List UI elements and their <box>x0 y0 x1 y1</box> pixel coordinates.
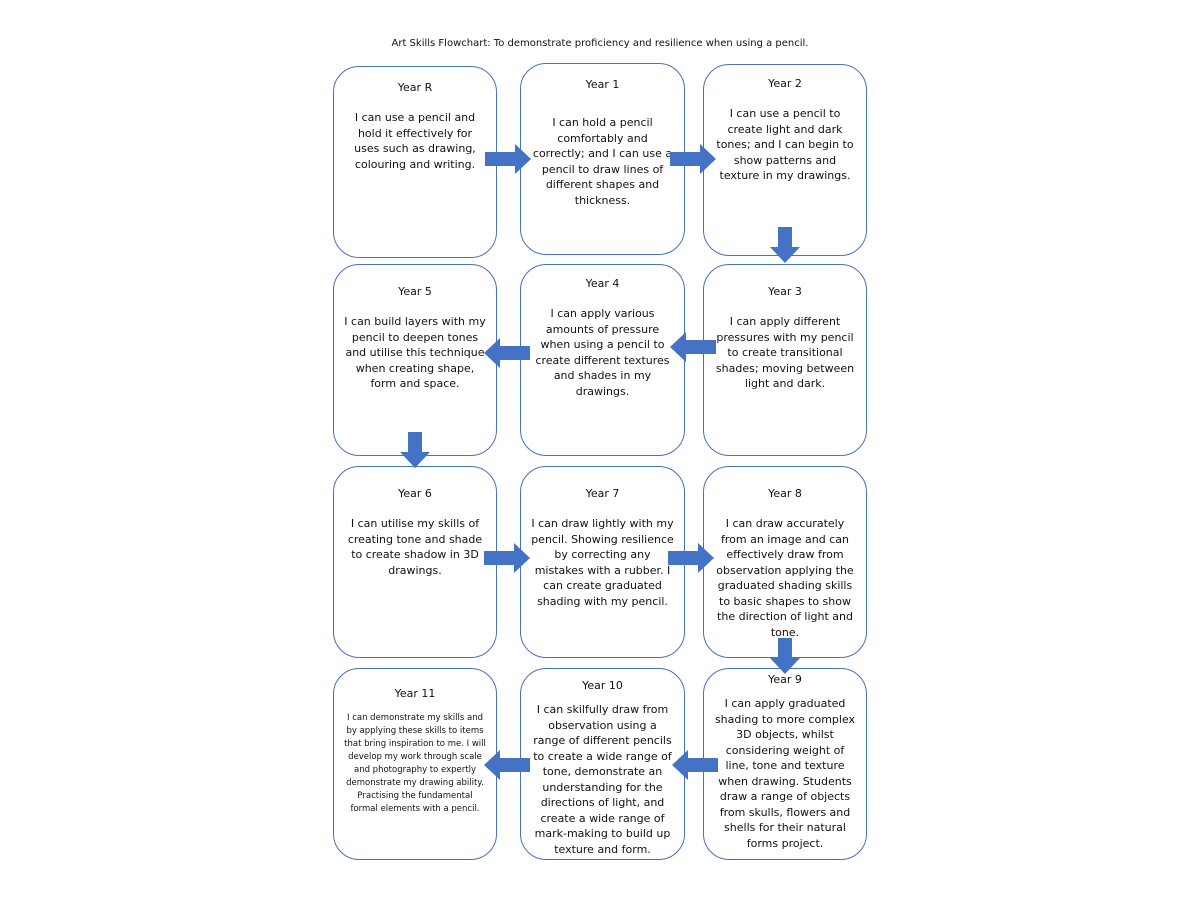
box-year-7: Year 7 I can draw lightly with my pencil… <box>520 466 685 658</box>
arrow-left-icon <box>484 750 530 780</box>
box-year-8: Year 8 I can draw accurately from an ima… <box>703 466 867 658</box>
box-description: I can build layers with my pencil to dee… <box>344 315 486 390</box>
box-year-6: Year 6 I can utilise my skills of creati… <box>333 466 497 658</box>
box-year-4: Year 4 I can apply various amounts of pr… <box>520 264 685 456</box>
box-description: I can apply various amounts of pressure … <box>535 307 670 398</box>
box-year-label: Year 4 <box>585 277 620 290</box>
box-year-label: Year 8 <box>768 487 802 500</box>
arrow-left-icon <box>670 332 716 362</box>
box-year-label: Year 11 <box>394 687 436 700</box>
box-description: I can draw accurately from an image and … <box>716 517 854 639</box>
box-description: I can demonstrate my skills and by apply… <box>344 713 486 814</box>
box-description: I can apply graduated shading to more co… <box>714 697 856 850</box>
box-year-r: Year R I can use a pencil and hold it ef… <box>333 66 497 258</box>
arrow-right-icon <box>670 144 716 174</box>
box-year-3: Year 3 I can apply different pressures w… <box>703 264 867 456</box>
box-year-label: Year 1 <box>585 78 620 91</box>
box-year-label: Year 9 <box>768 673 802 686</box>
box-year-label: Year 3 <box>768 285 802 298</box>
box-year-label: Year 7 <box>585 487 620 500</box>
box-year-label: Year 5 <box>398 285 432 298</box>
arrow-right-icon <box>485 144 531 174</box>
box-year-9: Year 9 I can apply graduated shading to … <box>703 668 867 860</box>
box-year-11: Year 11 I can demonstrate my skills and … <box>333 668 497 860</box>
box-year-10: Year 10 I can skilfully draw from observ… <box>520 668 685 860</box>
arrow-right-icon <box>484 543 530 573</box>
arrow-down-icon <box>770 638 800 674</box>
box-year-label: Year 6 <box>398 487 432 500</box>
box-description: I can hold a pencil comfortably and corr… <box>532 116 673 207</box>
box-description: I can apply different pressures with my … <box>715 315 855 390</box>
arrow-left-icon <box>484 338 530 368</box>
arrow-down-icon <box>770 227 800 263</box>
box-year-label: Year 10 <box>582 679 623 692</box>
box-year-2: Year 2 I can use a pencil to create ligh… <box>703 64 867 256</box>
box-description: I can use a pencil to create light and d… <box>716 107 854 182</box>
box-year-label: Year 2 <box>768 77 802 90</box>
arrow-down-icon <box>400 432 430 468</box>
box-year-1: Year 1 I can hold a pencil comfortably a… <box>520 63 685 255</box>
box-description: I can use a pencil and hold it effective… <box>354 111 476 171</box>
box-description: I can skilfully draw from observation us… <box>533 703 672 856</box>
arrow-left-icon <box>672 750 718 780</box>
arrow-right-icon <box>668 543 714 573</box>
box-description: I can utilise my skills of creating tone… <box>347 517 483 577</box>
box-year-label: Year R <box>397 81 433 94</box>
flowchart-title: Art Skills Flowchart: To demonstrate pro… <box>391 38 809 49</box>
box-description: I can draw lightly with my pencil. Showi… <box>531 517 674 608</box>
